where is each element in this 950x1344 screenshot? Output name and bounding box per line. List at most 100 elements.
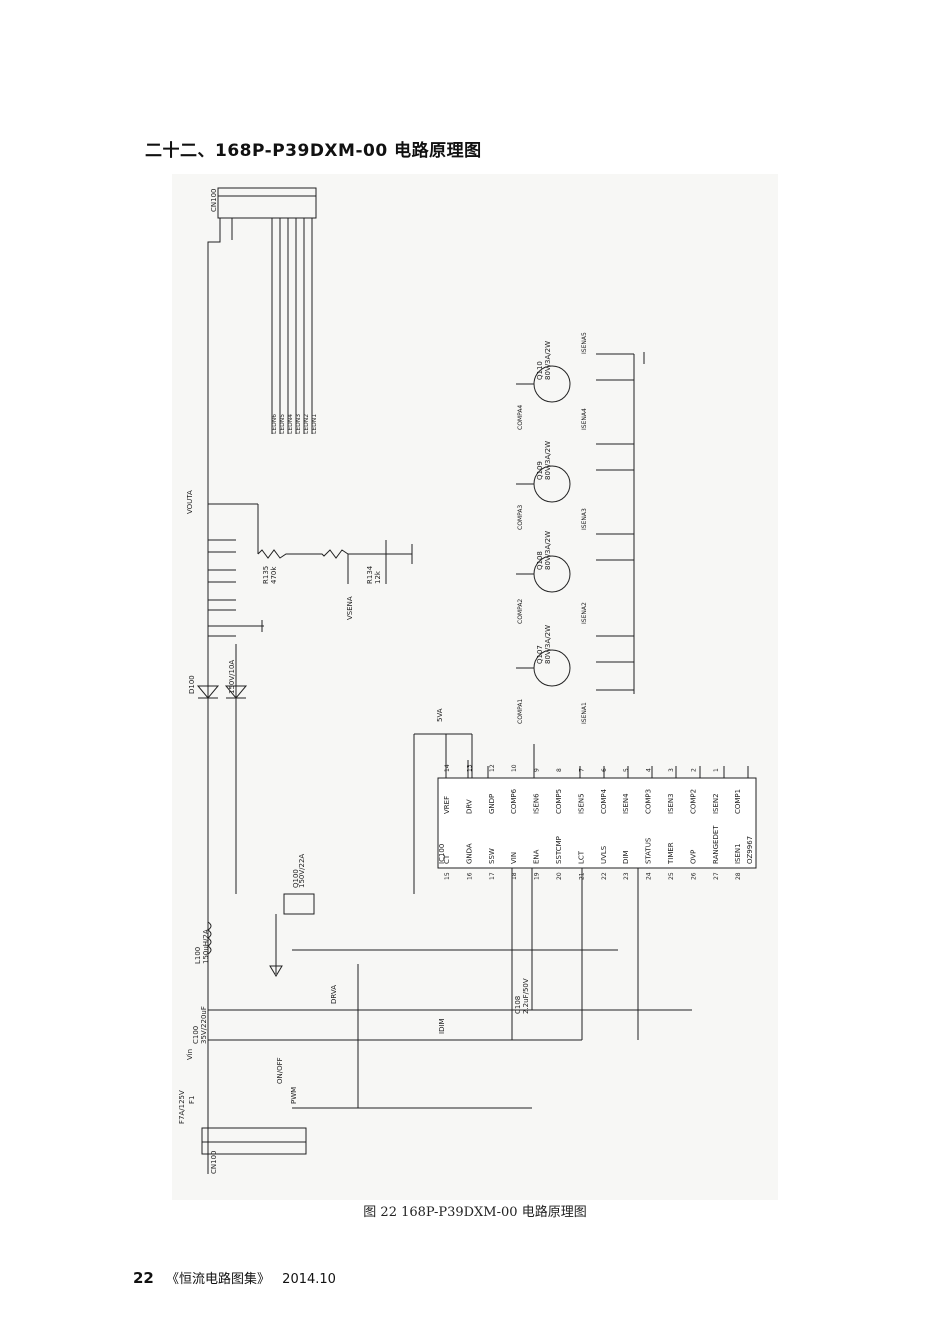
ic-pin-number: 10 <box>511 764 518 772</box>
net-label: ISENA2 <box>581 602 588 624</box>
ic-pin-label: GNDP <box>488 794 496 814</box>
ic-pin-label: ISEN4 <box>622 793 630 814</box>
ic-pin-number: 18 <box>511 872 518 880</box>
component-label: L100 <box>194 947 202 964</box>
transistor-value-label: 80V/3A/2W <box>544 625 552 664</box>
ic-pin-label: COMP3 <box>645 789 653 814</box>
ic-pin-label: ISEN5 <box>577 793 585 814</box>
ic-pin-number: 21 <box>578 872 585 880</box>
ic-pin-label: SSTCMP <box>555 836 563 864</box>
component-label: IDIM <box>438 1018 446 1034</box>
net-label: COMPA1 <box>517 699 524 724</box>
ic-pin-number: 25 <box>668 872 675 880</box>
ic-pin-number: 6 <box>601 768 608 772</box>
component-label: 150uH/2A <box>202 929 210 964</box>
ic-pin-label: VREF <box>443 796 451 814</box>
ic-pin-number: 15 <box>444 872 451 880</box>
component-label: 150V/22A <box>298 854 306 888</box>
ic-pin-number: 9 <box>534 768 541 772</box>
ic-pin-number: 2 <box>690 768 697 772</box>
ic-pin-number: 28 <box>735 872 742 880</box>
transistor-value-label: 80V/3A/2W <box>544 341 552 380</box>
ic-pin-label: ENA <box>533 849 541 864</box>
mosfet-q100 <box>283 893 315 915</box>
ic-ref-label: IC100 <box>438 844 446 864</box>
led-output-label: LEDN5 <box>279 414 286 434</box>
connector-ref-label: CN100 <box>210 189 218 213</box>
ic-pin-label: ISEN2 <box>712 793 720 814</box>
component-label: 5VA <box>436 708 444 722</box>
component-label: 470k <box>270 566 278 584</box>
page-heading: 二十二、168P-P39DXM-00 电路原理图 <box>145 141 482 161</box>
component-label: R135 <box>262 566 270 584</box>
output-capacitor-bank <box>208 539 236 637</box>
ic-pin-label: ISEN1 <box>734 843 742 864</box>
component-label: DRVA <box>330 985 338 1004</box>
ic-pin-label: CT <box>443 854 451 864</box>
ic-pin-label: TIMER <box>667 842 675 865</box>
inductor-l100 <box>207 921 212 955</box>
ic-pin-number: 1 <box>713 768 720 772</box>
ic-pin-number: 17 <box>489 872 496 880</box>
ic-pin-number: 22 <box>601 872 608 880</box>
ic-pin-label: DRV <box>465 799 473 814</box>
ic-pin-label: COMP2 <box>689 789 697 814</box>
transistor-value-label: 80V/3A/2W <box>544 531 552 570</box>
ic-pin-label: COMP4 <box>600 788 608 814</box>
ic-pin-label: ISEN3 <box>667 793 675 814</box>
net-label: ISENA1 <box>581 702 588 724</box>
net-label: COMPA4 <box>517 405 524 430</box>
component-label: F1 <box>188 1096 196 1104</box>
ic-pin-label: UVLS <box>600 845 608 864</box>
component-label: C100 <box>192 1026 200 1044</box>
page-number: 22 <box>133 1269 154 1287</box>
ic-pin-label: SSW <box>488 848 496 864</box>
led-output-label: LEDN2 <box>303 414 310 434</box>
connector-ref-label: CN100 <box>210 1151 218 1175</box>
transistor-ref-label: Q110 <box>536 361 544 380</box>
page-footer: 22 《恒流电路图集》 2014.10 <box>133 1268 336 1287</box>
led-output-label: LEDN1 <box>311 414 318 434</box>
component-label: Vin <box>186 1049 194 1060</box>
component-label: 2.2uF/50V <box>522 978 530 1014</box>
ic-pin-number: 26 <box>690 872 697 880</box>
transistor-ref-label: Q108 <box>536 551 544 570</box>
ic-pin-number: 5 <box>623 768 630 772</box>
bottom-connector <box>201 1127 307 1155</box>
ic-pin-number: 19 <box>534 872 541 880</box>
schematic-labels-layer: VREF14DRV13GNDP12COMP610ISEN69COMP58ISEN… <box>178 189 754 1175</box>
transistor-ref-label: Q109 <box>536 461 544 480</box>
ic-pin-number: 16 <box>466 872 473 880</box>
led-output-label: LEDN3 <box>295 414 302 434</box>
ic-pin-number: 12 <box>489 764 496 772</box>
component-label: R134 <box>366 565 374 584</box>
net-label: ISENA4 <box>581 408 588 430</box>
transistor-value-label: 80V/3A/2W <box>544 441 552 480</box>
ic-pin-number: 3 <box>668 768 675 772</box>
ic-pin-label: OVP <box>689 850 697 864</box>
net-label: COMPA3 <box>517 505 524 530</box>
component-label: 35V/220uF <box>200 1006 208 1044</box>
component-label: VSENA <box>346 596 354 620</box>
ic-pin-label: DIM <box>622 851 630 865</box>
ic-body <box>437 777 757 869</box>
ic-pin-number: 20 <box>556 872 563 880</box>
component-label: ON/OFF <box>276 1057 284 1084</box>
schematic-svg <box>196 187 757 1174</box>
component-label: PWM <box>290 1087 298 1104</box>
ic-pin-label: COMP6 <box>510 788 518 814</box>
ic-pin-number: 7 <box>578 768 585 772</box>
transistor-ref-label: Q107 <box>536 645 544 664</box>
ic-pin-label: VIN <box>510 852 518 864</box>
component-label: F7A/125V <box>178 1090 186 1124</box>
ic-pin-number: 8 <box>556 768 563 772</box>
ic-pin-label: RANGEDET <box>712 825 720 864</box>
component-label: Q100 <box>292 869 300 888</box>
publish-date: 2014.10 <box>282 1272 336 1287</box>
ic-pin-label: COMP1 <box>734 789 742 814</box>
ic-pin-number: 4 <box>646 768 653 772</box>
ic-pin-number: 27 <box>713 872 720 880</box>
ic-pin-number: 23 <box>623 872 630 880</box>
figure-caption: 图 22 168P-P39DXM-00 电路原理图 <box>363 1205 587 1220</box>
